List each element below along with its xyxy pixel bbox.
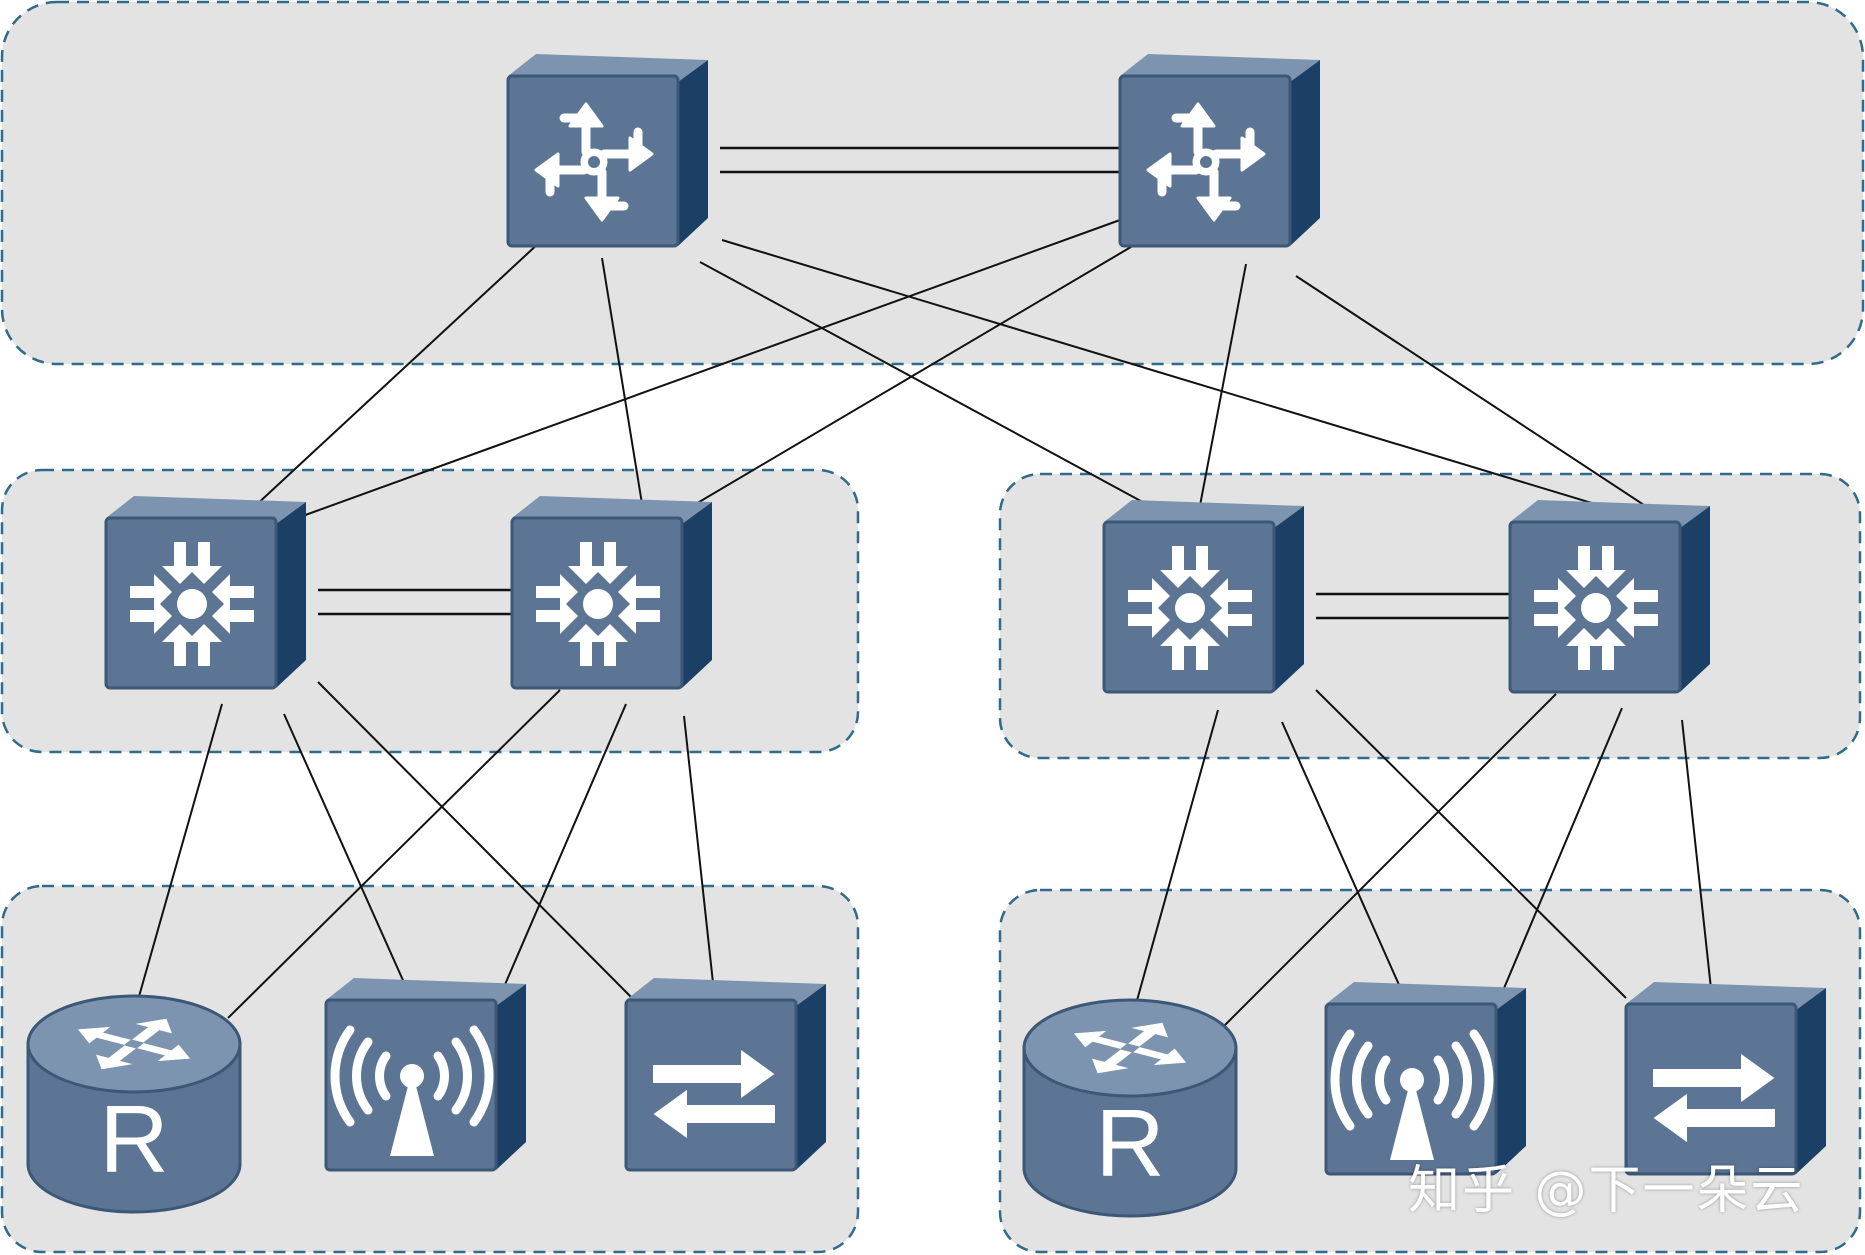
link-agg-3-router-2 <box>1135 709 1219 1005</box>
switch-1 <box>624 976 828 1172</box>
link-core-2-agg-2 <box>671 243 1137 519</box>
ap-2 <box>1324 980 1528 1176</box>
router-icon: R <box>1022 998 1238 1218</box>
link-agg-1-ap-1 <box>283 713 411 997</box>
link-agg-4-router-2 <box>1221 693 1557 1029</box>
agg-2 <box>510 494 714 690</box>
link-core-2-agg-1 <box>285 219 1121 523</box>
agg-4 <box>1508 498 1712 694</box>
core-2 <box>1118 52 1322 248</box>
switch-2 <box>1624 980 1828 1176</box>
agg-3 <box>1102 498 1306 694</box>
link-agg-1-router-1 <box>137 703 223 1001</box>
double-link-core-1-core-2 <box>720 146 1120 174</box>
link-agg-2-ap-1 <box>493 703 627 1011</box>
link-agg-4-switch-2 <box>1681 719 1713 999</box>
agg-1 <box>104 494 308 690</box>
link-agg-2-switch-1 <box>683 715 715 993</box>
router-label: R <box>99 1086 168 1193</box>
core-zone <box>0 0 1865 366</box>
link-core-2-agg-3 <box>1197 263 1247 517</box>
double-link-agg-3-agg-4 <box>1316 592 1510 620</box>
links-layer <box>137 146 1713 1029</box>
link-agg-1-switch-1 <box>317 681 633 999</box>
ap-1 <box>324 976 528 1172</box>
link-core-1-agg-4 <box>721 239 1649 521</box>
link-core-2-agg-4 <box>1295 275 1683 531</box>
watermark-text: 知乎 @下一朵云 <box>1408 1161 1805 1221</box>
router-label: R <box>1095 1090 1164 1197</box>
link-core-1-agg-1 <box>239 241 541 521</box>
link-agg-3-ap-2 <box>1281 721 1405 997</box>
link-core-1-agg-3 <box>699 261 1151 507</box>
link-core-1-agg-2 <box>601 257 645 517</box>
link-agg-4-ap-2 <box>1493 707 1623 1013</box>
core-1 <box>506 52 710 248</box>
link-agg-2-router-1 <box>227 689 561 1019</box>
link-agg-3-switch-2 <box>1315 689 1627 999</box>
double-link-agg-1-agg-2 <box>318 588 512 616</box>
router-icon: R <box>26 994 242 1214</box>
